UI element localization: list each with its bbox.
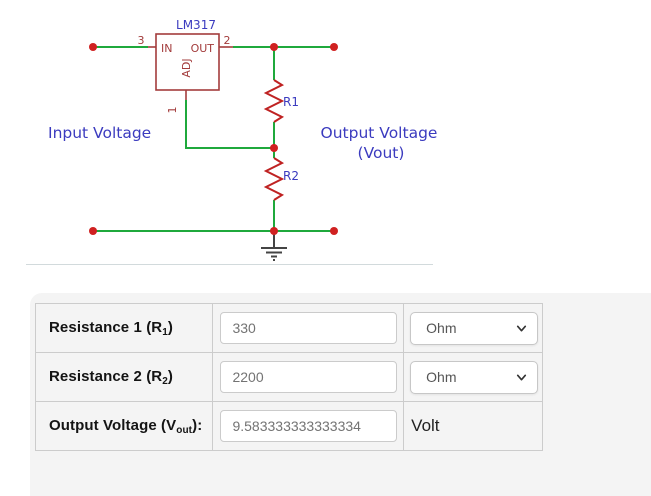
r1-unit-select[interactable]: Ohm — [410, 311, 539, 345]
chip-pin-stubs — [148, 46, 233, 100]
chip-title-label: LM317 — [176, 18, 216, 32]
vout-label-cell: Output Voltage (Vout): — [34, 401, 214, 451]
junction-dots — [89, 43, 338, 235]
r1-label-cell: Resistance 1 (R1) — [34, 303, 214, 353]
lm317-chip-body — [155, 33, 220, 91]
resistor-r2-label: R2 — [283, 169, 299, 183]
r1-unit-cell: Ohm — [403, 303, 543, 353]
pin-in-label: IN — [161, 42, 172, 55]
r1-value-input[interactable] — [220, 312, 398, 344]
resistor-r2-symbol — [263, 157, 285, 201]
pin2-number-label: 2 — [224, 34, 231, 47]
pin-adj-label: ADJ — [180, 58, 193, 77]
output-voltage-label-line2: (Vout) — [358, 144, 405, 162]
section-divider — [26, 264, 433, 265]
ground-icon — [261, 231, 287, 261]
pin3-number-label: 3 — [138, 34, 145, 47]
pin-out-label: OUT — [191, 42, 215, 55]
r2-label: Resistance 2 (R2) — [49, 367, 173, 387]
r2-label-cell: Resistance 2 (R2) — [34, 352, 214, 402]
vout-unit-cell: Volt — [403, 401, 543, 451]
vout-unit-label: Volt — [411, 416, 440, 435]
pin1-number-label: 1 — [166, 107, 179, 114]
table-row-r1: Resistance 1 (R1) Ohm — [34, 303, 543, 353]
r2-unit-cell: Ohm — [403, 352, 543, 402]
vout-value-input[interactable] — [220, 410, 398, 442]
r1-value-cell — [212, 303, 405, 353]
vout-value-cell — [212, 401, 405, 451]
r2-value-cell — [212, 352, 405, 402]
resistor-r1-symbol — [263, 79, 285, 123]
circuit-wires — [93, 46, 334, 232]
table-row-vout: Output Voltage (Vout): Volt — [34, 401, 543, 451]
output-voltage-label-line1: Output Voltage — [321, 124, 438, 142]
calculator-panel: Resistance 1 (R1) Ohm Resistance 2 (R2) — [30, 293, 651, 496]
input-voltage-label: Input Voltage — [48, 124, 151, 142]
table-row-r2: Resistance 2 (R2) Ohm — [34, 352, 543, 402]
resistor-r1-label: R1 — [283, 95, 299, 109]
lm317-circuit-diagram: LM317 IN OUT ADJ 3 2 1 R1 R2 Input Volta… — [0, 0, 460, 264]
r2-unit-select[interactable]: Ohm — [410, 360, 539, 394]
r2-value-input[interactable] — [220, 361, 398, 393]
vout-label: Output Voltage (Vout): — [49, 416, 203, 436]
calculator-table: Resistance 1 (R1) Ohm Resistance 2 (R2) — [34, 303, 543, 451]
r1-label: Resistance 1 (R1) — [49, 318, 173, 338]
